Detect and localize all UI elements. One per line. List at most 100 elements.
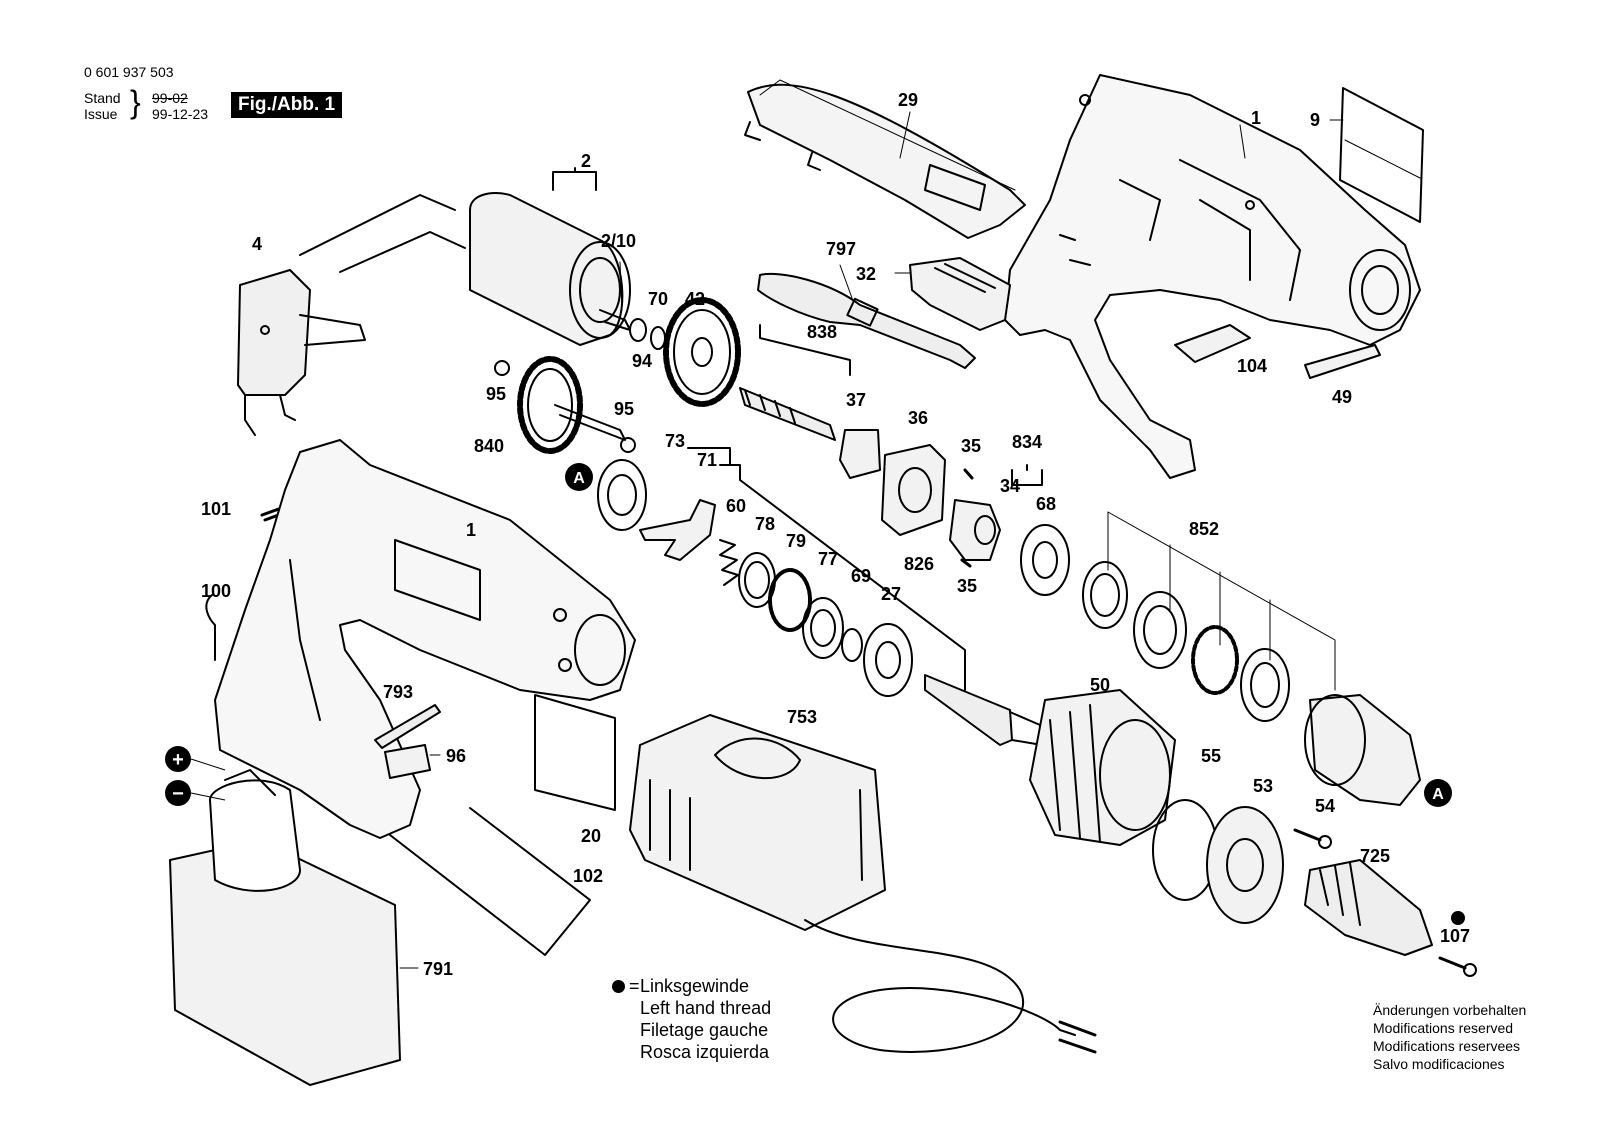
part-clip-96 [384, 744, 431, 779]
callout-69: 69 [851, 566, 871, 586]
callout-101: 101 [201, 499, 231, 519]
part-bit-793 [374, 704, 441, 749]
callout-107: 107 [1440, 926, 1470, 946]
part-hanger-102 [389, 807, 591, 956]
callout-73: 73 [665, 431, 685, 451]
part-housing-left-1 [214, 439, 636, 839]
part-spring-852c [1191, 625, 1239, 695]
callout-77: 77 [818, 549, 838, 569]
part-lock-34 [949, 499, 1001, 561]
callout-68: 68 [1036, 494, 1056, 514]
callout-104: 104 [1237, 356, 1267, 376]
part-motor-2 [299, 192, 631, 346]
callout-826: 826 [904, 554, 934, 574]
part-pin-35b [960, 558, 972, 568]
callout-791: 791 [423, 959, 453, 979]
callout-32: 32 [856, 264, 876, 284]
part-bearing-79 [768, 568, 812, 632]
svg-text:+: + [172, 749, 184, 771]
callout-95-left: 95 [486, 384, 506, 404]
callout-42: 42 [685, 289, 705, 309]
part-pcb-104 [1174, 324, 1251, 363]
part-gear-840 [517, 356, 626, 454]
callout-95-right: 95 [614, 399, 634, 419]
callout-1-lower: 1 [466, 520, 476, 540]
mods-line-fr: Modifications reservees [1373, 1038, 1521, 1054]
callout-50: 50 [1090, 675, 1110, 695]
callout-55: 55 [1201, 746, 1221, 766]
reference-marker-a-left: A [565, 463, 593, 491]
callout-725: 725 [1360, 846, 1390, 866]
part-ring-53 [1206, 806, 1284, 924]
left-hand-thread-marker-107 [1451, 911, 1465, 925]
part-circlip-69 [841, 628, 863, 662]
issue-value: 99-12-23 [152, 106, 209, 122]
part-charger-753 [629, 714, 1097, 1054]
part-ball-95a [494, 360, 510, 376]
part-cover-29 [744, 79, 1026, 239]
part-washer-77 [802, 597, 844, 659]
callout-834: 834 [1012, 432, 1042, 452]
part-gear-housing-852e [1304, 694, 1421, 806]
callout-78: 78 [755, 514, 775, 534]
brace-glyph: } [130, 84, 141, 120]
part-wing-71 [639, 499, 716, 561]
left-hand-thread-dot-icon [612, 980, 625, 993]
part-screw-107 [1438, 956, 1477, 977]
callout-96: 96 [446, 746, 466, 766]
issue-label: Issue [84, 106, 118, 122]
callout-37: 37 [846, 390, 866, 410]
callout-753: 753 [787, 707, 817, 727]
part-ring-852d [1240, 648, 1290, 722]
part-housing-right-1 [1004, 74, 1421, 479]
reference-marker-a-right: A [1424, 779, 1452, 807]
callout-840: 840 [474, 436, 504, 456]
mods-line-en: Modifications reserved [1373, 1020, 1514, 1036]
mods-line-de: Änderungen vorbehalten [1373, 1002, 1527, 1018]
part-bearing-27 [863, 623, 913, 697]
part-bushing-94 [629, 318, 647, 342]
part-screw-54 [1293, 828, 1332, 849]
callout-793: 793 [383, 682, 413, 702]
part-wire-100 [205, 594, 216, 661]
part-gear-42 [663, 297, 741, 407]
part-ball-95b [620, 437, 636, 453]
part-switch-32 [909, 257, 1011, 331]
callout-9: 9 [1310, 110, 1320, 130]
callout-35-upper: 35 [961, 436, 981, 456]
part-washer-70 [650, 326, 666, 350]
callout-29: 29 [898, 90, 918, 110]
callout-102: 102 [573, 866, 603, 886]
callout-2: 2 [581, 151, 591, 171]
legend-line-de: Linksgewinde [640, 976, 750, 996]
legend-line-en: Left hand thread [640, 998, 772, 1018]
part-chuck-725 [1304, 859, 1433, 956]
callout-70: 70 [648, 289, 668, 309]
part-sleeve-50 [1029, 689, 1176, 846]
callout-34: 34 [1000, 476, 1020, 496]
legend-equals: = [629, 976, 640, 996]
thread-legend: = Linksgewinde Left hand thread Filetage… [612, 975, 771, 1063]
mods-line-es: Salvo modificaciones [1373, 1056, 1505, 1072]
figure-label: Fig./Abb. 1 [231, 92, 343, 118]
callout-36: 36 [908, 408, 928, 428]
part-switch-module-4 [237, 269, 366, 436]
svg-text:A: A [573, 470, 585, 487]
document-part-number: 0 601 937 503 [84, 64, 174, 80]
part-ring-852a [1082, 561, 1128, 629]
part-battery-791 [169, 769, 401, 1086]
part-spring-60 [719, 539, 739, 586]
battery-minus-icon: − [165, 780, 191, 806]
part-clip-49 [1304, 344, 1381, 379]
modifications-note: Änderungen vorbehalten Modifications res… [1373, 1001, 1526, 1073]
part-shaft-838 [739, 387, 836, 441]
callout-100: 100 [201, 581, 231, 601]
svg-text:A: A [1432, 786, 1444, 803]
callout-49: 49 [1332, 387, 1352, 407]
stand-label: Stand [84, 90, 121, 106]
callout-35-lower: 35 [957, 576, 977, 596]
part-pin-35a [963, 468, 974, 480]
callout-4: 4 [252, 234, 262, 254]
callout-797: 797 [826, 239, 856, 259]
